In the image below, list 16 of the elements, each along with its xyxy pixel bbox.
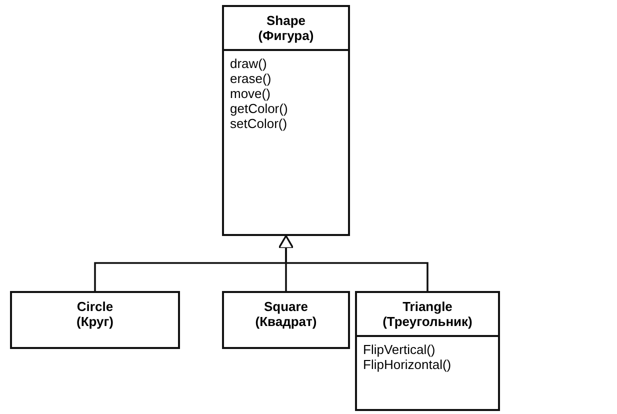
class-name: Circle (Круг) [76,299,114,329]
class-box [10,291,180,349]
class-box [222,291,350,349]
inheritance-arrow [278,235,428,291]
class-box [355,291,500,411]
method-name: FlipVertical() [363,342,436,357]
method-name: draw() [230,56,267,71]
class-name: Shape (Фигура) [258,13,314,43]
method-name: FlipHorizontal() [363,357,452,372]
method-name: setColor() [230,116,288,131]
method-name: move() [230,86,270,101]
class-name: Square (Квадрат) [255,299,317,329]
method-name: erase() [230,71,272,86]
class-name: Triangle (Треугольник) [382,299,472,329]
method-name: getColor() [230,101,288,116]
class-box [222,5,350,236]
